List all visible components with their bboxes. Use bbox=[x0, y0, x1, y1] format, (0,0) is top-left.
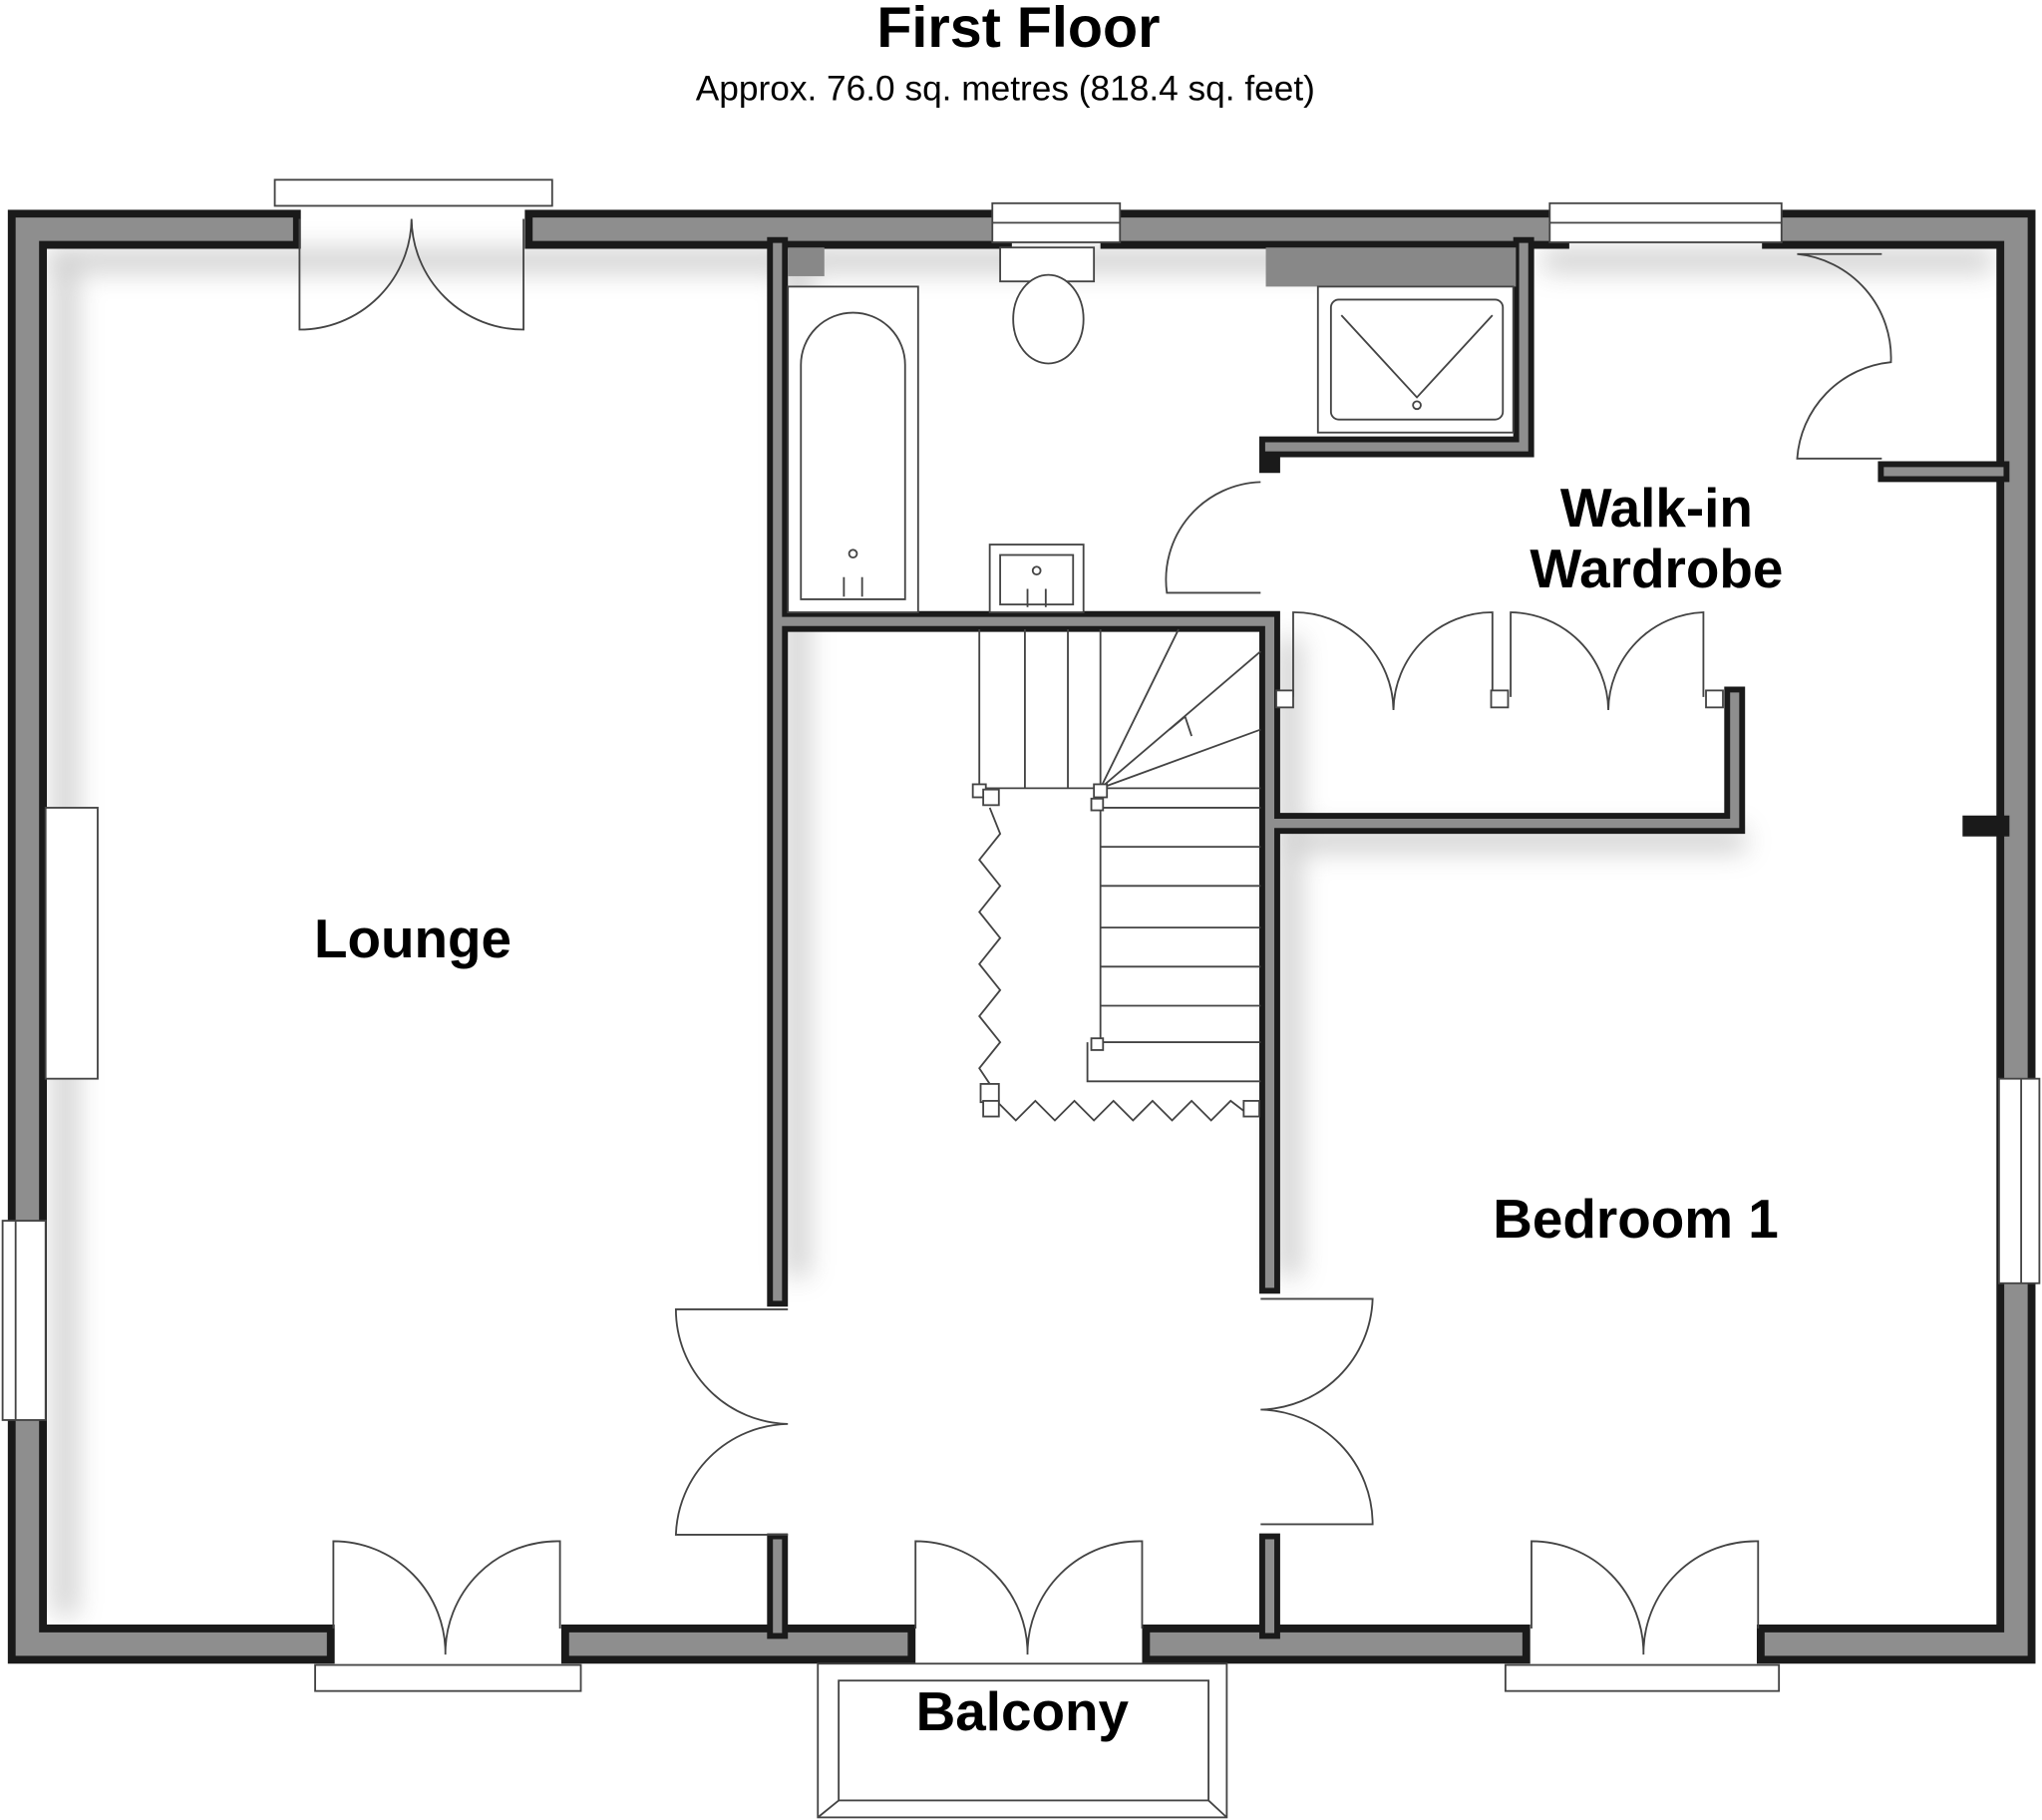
door-balcony bbox=[914, 1540, 1144, 1655]
bathroom-fixtures bbox=[787, 246, 1517, 613]
room-label-wardrobe: Wardrobe bbox=[1530, 538, 1783, 599]
inner-walls bbox=[767, 236, 2010, 1639]
balcony-outline bbox=[817, 1662, 1228, 1819]
window-bedroom-right bbox=[1997, 1077, 2041, 1284]
room-label-lounge: Lounge bbox=[314, 908, 511, 969]
windows bbox=[1, 179, 2041, 1692]
door-bathroom bbox=[1165, 481, 1261, 594]
outer-walls bbox=[7, 209, 2036, 1664]
staircase bbox=[971, 628, 1261, 1122]
toilet bbox=[1012, 273, 1085, 365]
door-lounge-top bbox=[298, 218, 524, 331]
door-bedroom-bottom bbox=[1531, 1540, 1760, 1655]
room-label-bedroom-1: Bedroom 1 bbox=[1493, 1188, 1779, 1250]
bathtub bbox=[787, 285, 919, 613]
doors bbox=[298, 218, 1892, 1655]
room-label-walk-in: Walk-in bbox=[1560, 477, 1753, 539]
fireplace bbox=[44, 807, 99, 1080]
window-lounge-bottom bbox=[314, 1663, 582, 1692]
plan-area-subtitle: Approx. 76.0 sq. metres (818.4 sq. feet) bbox=[696, 70, 1315, 109]
door-cupboard bbox=[1796, 252, 1892, 460]
door-lounge-hall bbox=[674, 1307, 789, 1536]
plan-title: First Floor bbox=[876, 0, 1160, 60]
door-bedroom-hall bbox=[1260, 1297, 1374, 1526]
room-label-balcony: Balcony bbox=[916, 1680, 1130, 1742]
wardrobe-doors bbox=[1292, 611, 1705, 710]
window-bedroom-bottom bbox=[1504, 1663, 1781, 1692]
shower bbox=[1316, 285, 1515, 434]
window-lounge-top bbox=[273, 179, 553, 207]
door-lounge-bottom bbox=[332, 1540, 561, 1655]
window-lounge-left bbox=[1, 1220, 47, 1421]
